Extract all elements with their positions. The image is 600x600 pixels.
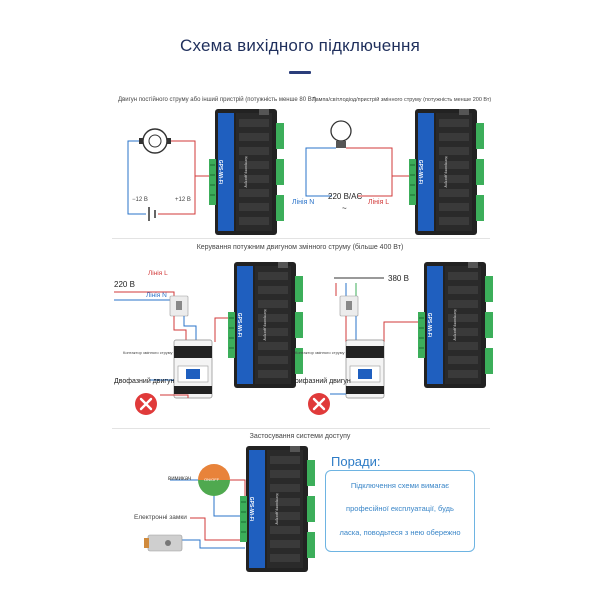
lamp-wave-label: ~ (342, 204, 347, 213)
tip-line-2: професійної експлуатації, будь (346, 504, 454, 513)
dc-wires (127, 140, 215, 215)
breaker-left (169, 295, 189, 317)
lamp-wires (305, 147, 414, 197)
electronic-lock-icon (144, 534, 183, 552)
device-sublabels: Контролер доступу Контролер доступу Конт… (244, 156, 457, 524)
caption-ac-motor-control: Керування потужним двигуном змінного стр… (196, 244, 404, 251)
breaker-right (339, 295, 359, 317)
dc-plus-label: +12 В (175, 197, 191, 203)
lamp-line-n-label: Лінія N (292, 199, 315, 206)
caption-contactor-left: Контактор змінного струму (123, 350, 173, 355)
device-sublabel-3: Контролер доступу (263, 309, 267, 340)
indicator-label: ON/OFF (204, 477, 220, 482)
tip-line-3: ласка, поводьтеся з нею обережно (339, 528, 461, 537)
tips-box: Підключення схеми вимагає професійної ек… (325, 470, 475, 552)
device-label-5: GPS-Wi-Fi (248, 497, 254, 522)
separator-1 (112, 238, 490, 239)
device-label-2: GPS-Wi-Fi (417, 160, 423, 185)
device-sublabel-2: Контролер доступу (444, 156, 448, 187)
contactor-left (173, 339, 213, 399)
left-line-n-label: Лінія N (146, 292, 167, 299)
dc-motor-section (127, 108, 285, 236)
ac-motor-left-section (114, 261, 304, 417)
caption-access-control: Застосування системи доступу (249, 433, 351, 440)
contactor-right (345, 339, 385, 399)
lock-label: Електронні замки (134, 514, 187, 521)
tip-line-1: Підключення схеми вимагає (350, 481, 450, 490)
device-label-1: GPS-Wi-Fi (217, 160, 223, 185)
caption-lamp: Лампа/світлодіод/пристрій змінного струм… (312, 97, 492, 103)
separator-2 (112, 428, 490, 429)
left-voltage-label: 220 В (114, 280, 135, 289)
left-line-l-label: Лінія L (148, 270, 168, 277)
switch-label: вимикач (168, 476, 192, 482)
left-motor-label: Двофазний двигун (114, 378, 175, 385)
motor-x-icon-right (306, 391, 332, 417)
battery-icon (148, 207, 156, 221)
lamp-icon (330, 120, 352, 148)
access-control-section (144, 445, 316, 573)
ac-motor-right-section (306, 261, 494, 417)
lamp-line-l-label: Лінія L (368, 199, 390, 206)
device-sublabel-1: Контролер доступу (244, 156, 248, 187)
right-voltage-label: 380 В (388, 274, 409, 283)
page-title: Схема вихідного підключення (180, 36, 420, 55)
caption-dc-motor: Двигун постійного струму або інший прист… (118, 97, 317, 103)
device-label-4: GPS-Wi-Fi (426, 313, 432, 338)
tips-title: Поради: (331, 454, 381, 469)
lamp-voltage-label: 220 В/AC (328, 192, 363, 201)
lamp-section (305, 108, 485, 236)
device-label-3: GPS-Wi-Fi (236, 313, 242, 338)
dc-motor-icon (139, 128, 171, 154)
device-labels: GPS-Wi-Fi GPS-Wi-Fi GPS-Wi-Fi GPS-Wi-Fi … (217, 160, 432, 522)
right-motor-label: Трифазний двигун (291, 378, 351, 385)
title-underline (289, 71, 311, 74)
caption-contactor-right: Контактор змінного струму (295, 350, 345, 355)
motor-x-icon-left (133, 391, 159, 417)
dc-minus-label: −12 В (132, 197, 148, 203)
indicator-icon (198, 464, 230, 496)
device-sublabel-4: Контролер доступу (453, 309, 457, 340)
device-sublabel-5: Контролер доступу (275, 493, 279, 524)
